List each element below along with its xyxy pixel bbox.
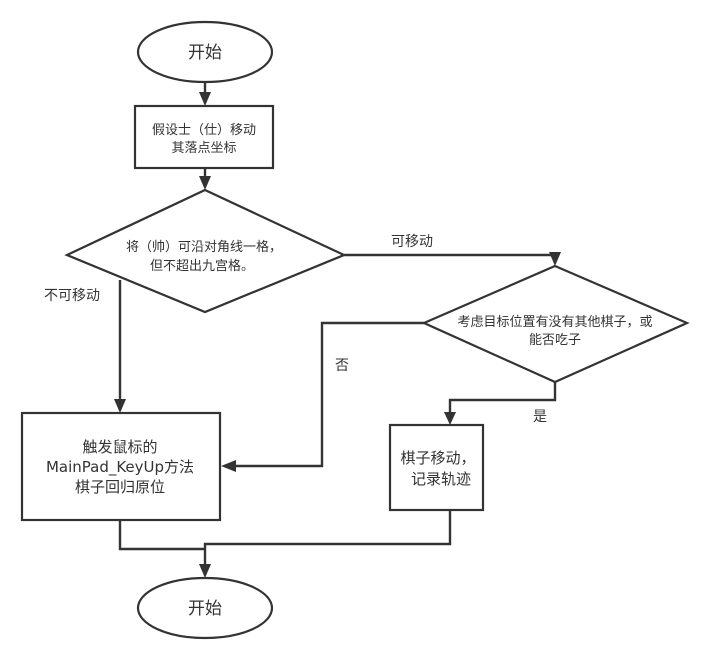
edge-label-yes: 是 xyxy=(533,409,547,425)
end-label: 开始 xyxy=(188,599,222,619)
assume-move-line-1: 假设士（仕）移动 xyxy=(152,123,256,138)
node-check-diagonal: 将（帅）可沿对角线一格， 但不超出九宫格。 xyxy=(64,188,347,314)
node-end: 开始 xyxy=(136,576,274,640)
connectors xyxy=(114,82,561,578)
arrowhead-icon xyxy=(221,460,236,472)
decision-diamond xyxy=(421,264,690,384)
arrowhead-icon xyxy=(199,564,211,578)
do-move-line-2: 记录轨迹 xyxy=(411,470,471,488)
edge-label-movable: 可移动 xyxy=(391,234,433,250)
terminal-shape xyxy=(136,20,274,84)
reset-piece-line-3: 棋子回归原位 xyxy=(75,478,165,496)
node-assume-move: 假设士（仕）移动 其落点坐标 xyxy=(133,104,275,170)
process-box xyxy=(20,411,222,522)
start-label: 开始 xyxy=(188,43,222,63)
check-target-line-1: 考虑目标位置有没有其他棋子，或 xyxy=(457,315,652,330)
node-do-move: 棋子移动， 记录轨迹 xyxy=(388,423,485,512)
assume-move-line-2: 其落点坐标 xyxy=(171,141,236,156)
check-diagonal-line-1: 将（帅）可沿对角线一格， xyxy=(126,239,282,255)
edge-reset-to-end xyxy=(118,520,205,551)
arrowhead-icon xyxy=(114,399,126,413)
process-box xyxy=(388,423,485,512)
edge-label-no: 否 xyxy=(335,358,349,374)
edge-move-to-end xyxy=(203,510,452,566)
node-check-target: 考虑目标位置有没有其他棋子，或 能否吃子 xyxy=(421,264,690,384)
arrowhead-icon xyxy=(199,92,211,106)
do-move-line-1: 棋子移动， xyxy=(400,449,475,467)
reset-piece-line-2: MainPad_KeyUp方法 xyxy=(46,458,194,477)
arrowhead-icon xyxy=(549,252,561,266)
node-reset-piece: 触发鼠标的 MainPad_KeyUp方法 棋子回归原位 xyxy=(20,411,222,522)
reset-piece-line-1: 触发鼠标的 xyxy=(82,438,157,456)
terminal-shape xyxy=(136,576,274,640)
edge-movable xyxy=(344,253,557,258)
arrowhead-icon xyxy=(444,412,456,425)
check-diagonal-line-2: 但不超出九宫格。 xyxy=(150,258,254,274)
decision-diamond xyxy=(64,188,347,314)
check-target-line-2: 能否吃子 xyxy=(529,332,581,348)
edge-label-not-movable: 不可移动 xyxy=(44,288,100,304)
edge-no xyxy=(234,321,424,468)
process-box xyxy=(133,104,275,170)
node-start: 开始 xyxy=(136,20,274,84)
arrowhead-icon xyxy=(199,176,211,190)
edge-yes xyxy=(448,382,557,414)
